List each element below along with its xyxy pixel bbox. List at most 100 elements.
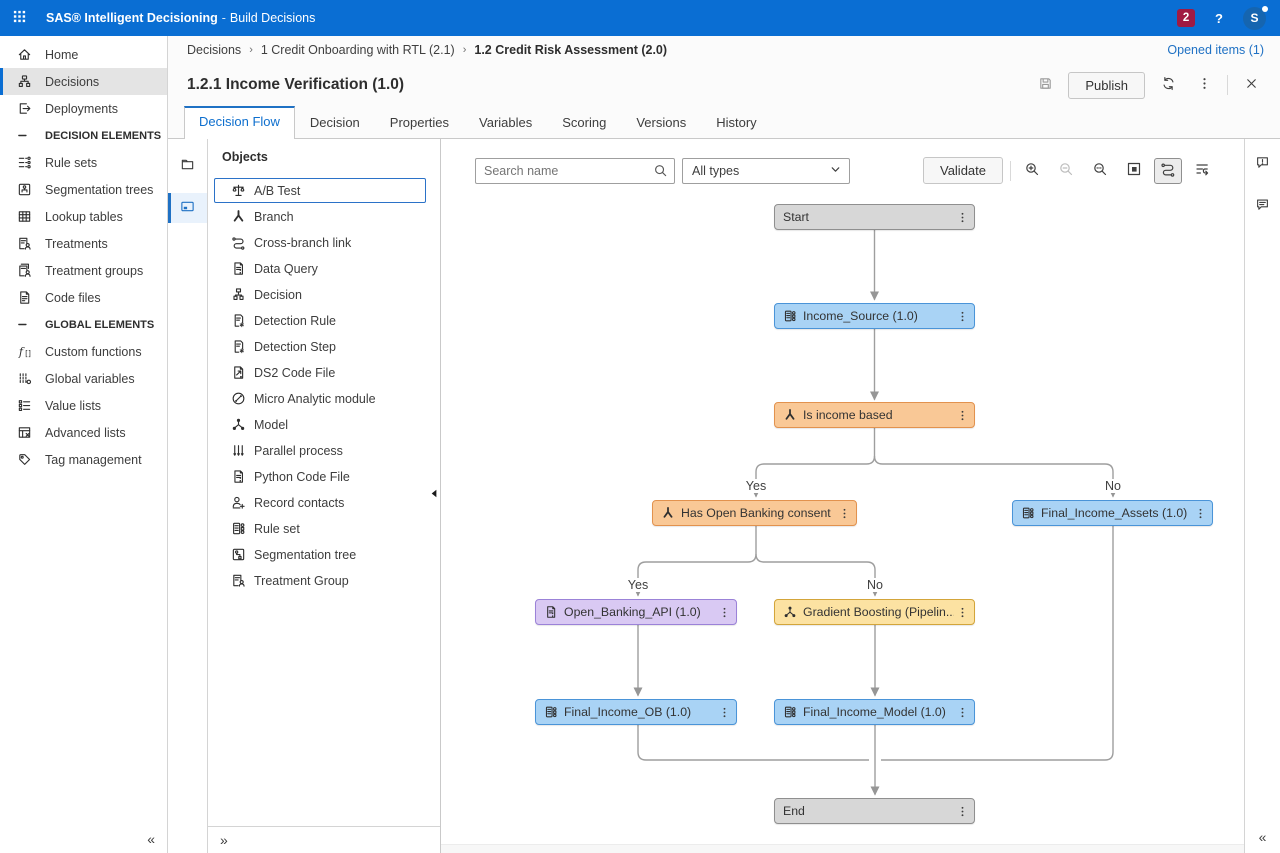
publish-button[interactable]: Publish <box>1068 71 1145 99</box>
sidebar-item-home[interactable]: Home <box>0 41 167 68</box>
comments-button[interactable] <box>1255 197 1270 215</box>
object-item-record-contacts[interactable]: Record contacts <box>214 490 426 515</box>
object-item-micro-analytic-module[interactable]: Micro Analytic module <box>214 386 426 411</box>
object-item-detection-step[interactable]: Detection Step <box>214 334 426 359</box>
breadcrumb-item-1-2-credit-risk-assessment-2-0: 1.2 Credit Risk Assessment (2.0) <box>474 43 668 57</box>
zoom-in-icon <box>1024 161 1040 180</box>
notification-badge[interactable]: 2 <box>1177 9 1196 27</box>
tab-versions[interactable]: Versions <box>636 115 687 130</box>
sidebar-item-advanced-lists[interactable]: Advanced lists <box>0 419 167 446</box>
sidebar-item-custom-functions[interactable]: f[]Custom functions <box>0 338 167 365</box>
sidebar-item-rule-sets[interactable]: Rule sets <box>0 149 167 176</box>
flow-node-final-income-assets-1-0[interactable]: Final_Income_Assets (1.0) <box>1012 500 1213 526</box>
flow-node-final-income-ob-1-0[interactable]: Final_Income_OB (1.0) <box>535 699 737 725</box>
sidebar-item-decisions[interactable]: Decisions <box>0 68 167 95</box>
flow-node-income-source-1-0[interactable]: Income_Source (1.0) <box>774 303 975 329</box>
object-item-a-b-test[interactable]: A/B Test <box>214 178 426 203</box>
folder-view-button[interactable] <box>168 151 207 181</box>
object-item-segmentation-tree[interactable]: Segmentation tree <box>214 542 426 567</box>
code-files-icon <box>16 290 33 305</box>
object-item-model[interactable]: Model <box>214 412 426 437</box>
node-menu-button[interactable] <box>716 606 732 619</box>
node-menu-button[interactable] <box>1192 507 1208 520</box>
micro-analytic-icon <box>230 391 246 406</box>
object-item-parallel-process[interactable]: Parallel process <box>214 438 426 463</box>
sidebar-item-lookup-tables[interactable]: Lookup tables <box>0 203 167 230</box>
app-switcher-button[interactable] <box>0 0 38 36</box>
avatar[interactable]: S <box>1243 5 1268 30</box>
object-item-branch[interactable]: Branch <box>214 204 426 229</box>
sidebar-item-value-lists[interactable]: Value lists <box>0 392 167 419</box>
type-filter-select[interactable]: All types <box>682 157 850 184</box>
straighten-connectors-icon <box>1194 161 1210 180</box>
zoom-out-button <box>1052 158 1080 184</box>
node-menu-button[interactable] <box>954 409 970 422</box>
breadcrumb-item-decisions[interactable]: Decisions <box>187 43 242 57</box>
node-menu-button[interactable] <box>954 310 970 323</box>
straighten-connectors-button[interactable] <box>1188 158 1216 184</box>
save-button[interactable] <box>1032 73 1058 97</box>
zoom-to-selection-button[interactable] <box>1086 158 1114 184</box>
flow-node-gradient-boosting-pipelin[interactable]: Gradient Boosting (Pipelin... <box>774 599 975 625</box>
tab-decision-flow[interactable]: Decision Flow <box>184 106 295 139</box>
validate-button[interactable]: Validate <box>922 157 1003 184</box>
object-item-ds2-code-file[interactable]: DS2 Code File <box>214 360 426 385</box>
tab-history[interactable]: History <box>716 115 757 130</box>
object-item-treatment-group[interactable]: Treatment Group <box>214 568 426 593</box>
sidebar-item-code-files[interactable]: Code files <box>0 284 167 311</box>
objects-view-button[interactable] <box>168 193 207 223</box>
object-item-python-code-file[interactable]: ;Python Code File <box>214 464 426 489</box>
deployments-icon <box>16 101 33 116</box>
right-rail-collapse-button[interactable]: « <box>1258 829 1267 845</box>
show-connectors-button[interactable] <box>1154 157 1182 184</box>
tab-decision[interactable]: Decision <box>309 115 360 130</box>
flow-node-final-income-model-1-0[interactable]: Final_Income_Model (1.0) <box>774 699 975 725</box>
flow-node-end[interactable]: End <box>774 798 975 824</box>
sidebar-item-treatment-groups[interactable]: Treatment groups <box>0 257 167 284</box>
tab-scoring[interactable]: Scoring <box>562 115 607 130</box>
sidebar-item-treatments[interactable]: Treatments <box>0 230 167 257</box>
node-menu-button[interactable] <box>954 706 970 719</box>
zoom-in-button[interactable] <box>1018 158 1046 184</box>
object-item-rule-set[interactable]: Rule set <box>214 516 426 541</box>
panel-collapse-handle[interactable] <box>427 486 442 504</box>
treatments-icon <box>230 573 246 588</box>
refresh-button[interactable] <box>1155 73 1181 97</box>
flow-node-start[interactable]: Start <box>774 204 975 230</box>
search-input[interactable] <box>484 163 653 178</box>
search-box <box>475 157 675 184</box>
object-item-decision[interactable]: Decision <box>214 282 426 307</box>
help-button[interactable]: ? <box>1215 10 1223 26</box>
tab-properties[interactable]: Properties <box>389 115 450 130</box>
node-menu-button[interactable] <box>954 805 970 818</box>
close-button[interactable] <box>1238 73 1264 97</box>
node-menu-button[interactable] <box>954 606 970 619</box>
node-menu-button[interactable] <box>954 211 970 224</box>
opened-items-link[interactable]: Opened items (1) <box>1167 43 1264 57</box>
flow-node-has-open-banking-consent[interactable]: Has Open Banking consent <box>652 500 857 526</box>
node-menu-button[interactable] <box>716 706 732 719</box>
sidebar-item-deployments[interactable]: Deployments <box>0 95 167 122</box>
fit-to-screen-button[interactable] <box>1120 158 1148 184</box>
object-item-detection-rule[interactable]: Detection Rule <box>214 308 426 333</box>
more-options-button[interactable] <box>1191 73 1217 97</box>
sidebar-item-tag-management[interactable]: Tag management <box>0 446 167 473</box>
object-item-data-query[interactable]: ;Data Query <box>214 256 426 281</box>
node-menu-button[interactable] <box>836 507 852 520</box>
sidebar-item-segmentation-trees[interactable]: Segmentation trees <box>0 176 167 203</box>
decision-flow-canvas[interactable]: All types Validate <box>441 139 1244 853</box>
flow-node-is-income-based[interactable]: Is income based <box>774 402 975 428</box>
validation-issues-button[interactable] <box>1255 155 1270 173</box>
object-item-cross-branch-link[interactable]: Cross-branch link <box>214 230 426 255</box>
sync-icon <box>1161 76 1176 94</box>
objects-expand-button[interactable]: » <box>220 832 228 848</box>
sidebar-item-global-variables[interactable]: Global variables <box>0 365 167 392</box>
tab-variables[interactable]: Variables <box>479 115 533 130</box>
sidebar-collapse-button[interactable]: « <box>147 831 155 847</box>
breadcrumb-item-1-credit-onboarding-with-rtl-2-1[interactable]: 1 Credit Onboarding with RTL (2.1) <box>260 43 455 57</box>
flow-node-open-banking-api-1-0[interactable]: ;Open_Banking_API (1.0) <box>535 599 737 625</box>
segmentation-trees-icon <box>16 182 33 197</box>
